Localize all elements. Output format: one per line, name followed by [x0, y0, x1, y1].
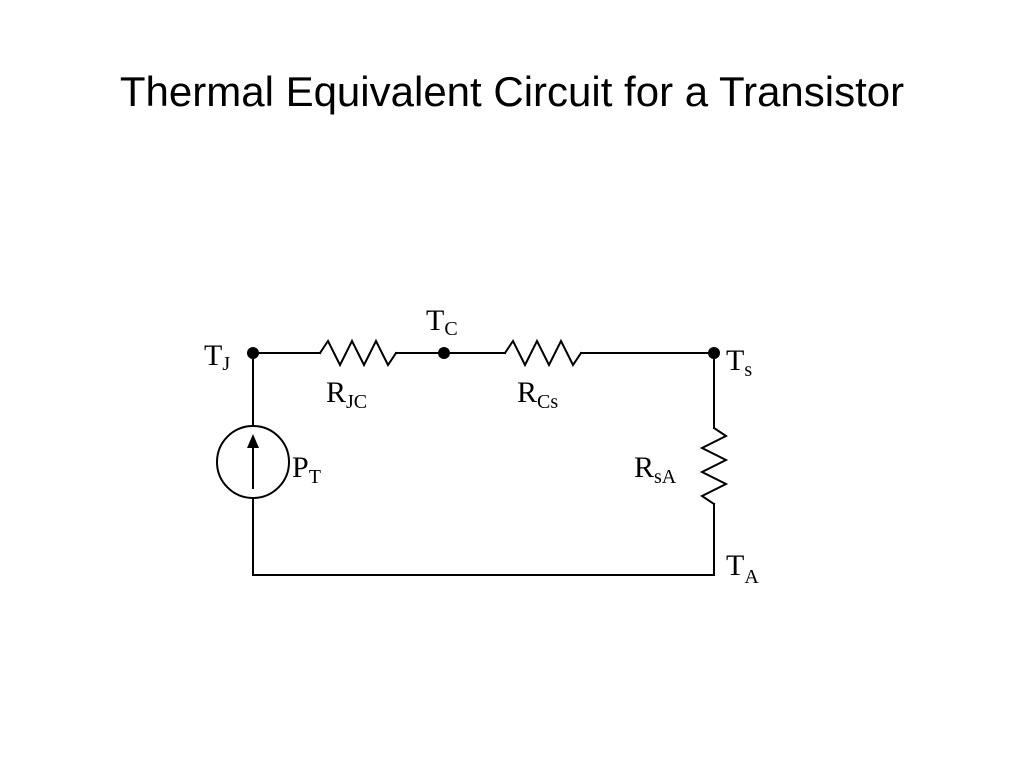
- resistor-rsa-zigzag: [699, 426, 729, 506]
- heat-source-arrowhead-icon: [247, 434, 259, 448]
- node-tj-dot: [247, 347, 259, 359]
- label-rcs: RCs: [517, 376, 558, 413]
- label-ts: Ts: [726, 344, 752, 381]
- label-ta: TA: [726, 549, 759, 588]
- label-rjc: RJC: [326, 376, 367, 413]
- label-rsa: RsA: [634, 451, 677, 488]
- slide-title: Thermal Equivalent Circuit for a Transis…: [119, 68, 905, 115]
- resistor-rcs-zigzag: [503, 338, 583, 368]
- node-tc-dot: [438, 347, 450, 359]
- node-ts-dot: [708, 347, 720, 359]
- label-tj: TJ: [204, 339, 230, 375]
- label-tc: TC: [426, 304, 458, 340]
- label-pt: PT: [292, 451, 321, 488]
- resistor-rjc-zigzag: [318, 338, 398, 368]
- heat-source-circle: [216, 425, 290, 499]
